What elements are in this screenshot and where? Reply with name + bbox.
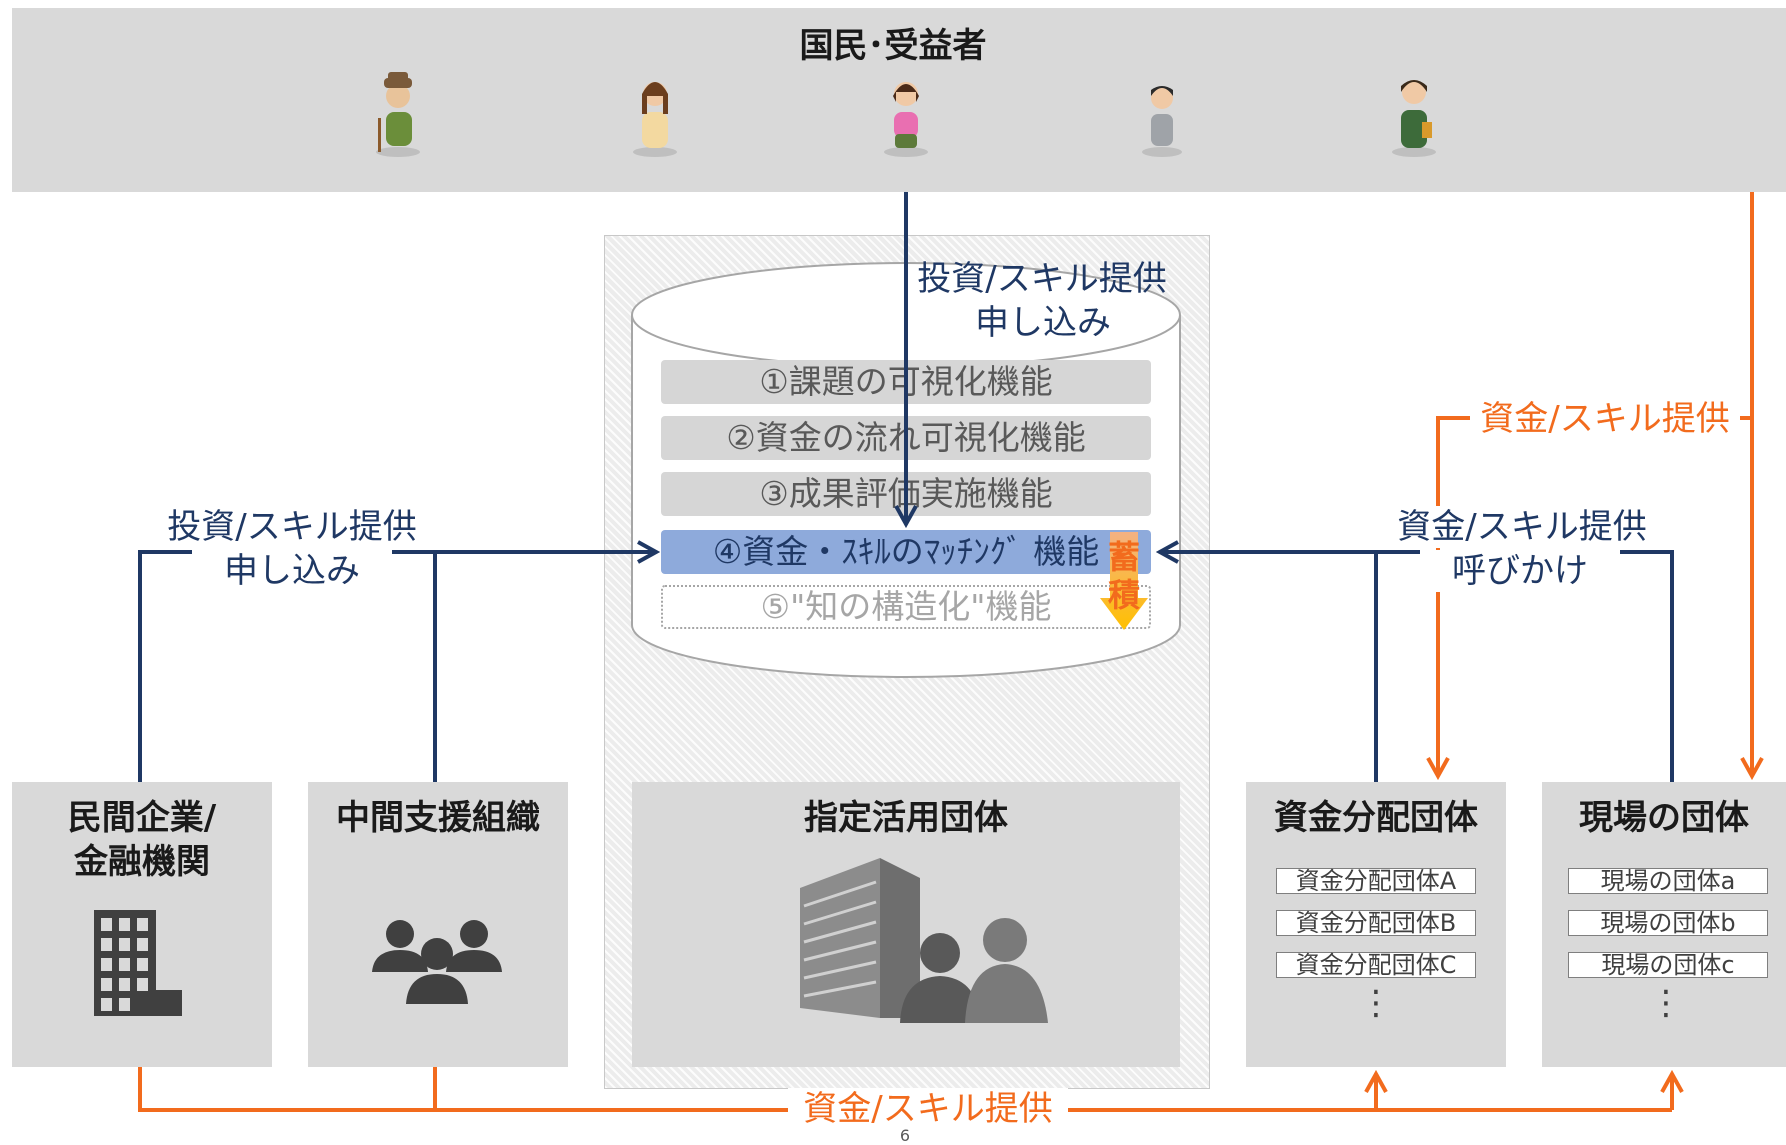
- woman-pink-icon: [884, 82, 928, 157]
- center-label-line1: 投資/スキル提供: [917, 259, 1167, 299]
- accumulate-down-arrow-icon: [1100, 532, 1148, 630]
- distribution-org-title: 資金分配団体: [1274, 798, 1478, 838]
- top-right-orange-label: 資金/スキル提供: [1470, 398, 1740, 440]
- company-building-icon: [94, 910, 182, 1016]
- designated-org-title: 指定活用団体: [804, 798, 1008, 838]
- right-label-line2: 呼びかけ: [1420, 550, 1620, 592]
- group-people-icon: [372, 920, 502, 1004]
- page-number: 6: [899, 1126, 911, 1145]
- function-matching: ④資金・ｽｷﾙのﾏｯﾁﾝｸﾞ 機能: [661, 530, 1151, 574]
- distribution-org-item: 資金分配団体C: [1276, 952, 1476, 978]
- field-org-item: 現場の団体c: [1568, 952, 1768, 978]
- distribution-org-box: 資金分配団体 資金分配団体A 資金分配団体B 資金分配団体C ⋮: [1246, 782, 1506, 1067]
- field-org-item: 現場の団体a: [1568, 868, 1768, 894]
- bottom-orange-label: 資金/スキル提供: [788, 1088, 1068, 1130]
- elderly-man-icon: [376, 72, 420, 157]
- intermediary-title: 中間支援組織: [336, 798, 540, 838]
- distribution-org-item: 資金分配団体A: [1276, 868, 1476, 894]
- field-org-item: 現場の団体b: [1568, 910, 1768, 936]
- distribution-org-item: 資金分配団体B: [1276, 910, 1476, 936]
- center-label-line2: 申し込み: [975, 303, 1111, 343]
- intermediary-box: 中間支援組織: [308, 782, 568, 1067]
- field-org-title: 現場の団体: [1579, 798, 1749, 838]
- woman-icon: [633, 82, 677, 157]
- field-org-box: 現場の団体 現場の団体a 現場の団体b 現場の団体c ⋮: [1542, 782, 1786, 1067]
- left-label-line2: 申し込み: [192, 550, 392, 592]
- right-label-line1: 資金/スキル提供: [1382, 506, 1662, 548]
- young-man-icon: [1392, 80, 1436, 157]
- private-finance-title-line2: 金融機関: [74, 842, 210, 882]
- accumulate-label: 蓄積: [1107, 538, 1140, 614]
- function-knowledge-structuring: ⑤"知の構造化"機能: [661, 585, 1151, 629]
- beneficiaries-title: 国民･受益者: [799, 26, 987, 66]
- boy-icon: [1142, 86, 1182, 157]
- private-finance-title-line1: 民間企業/: [67, 798, 217, 838]
- office-building-people-icon: [800, 858, 1048, 1023]
- left-label-line1: 投資/スキル提供: [152, 506, 432, 548]
